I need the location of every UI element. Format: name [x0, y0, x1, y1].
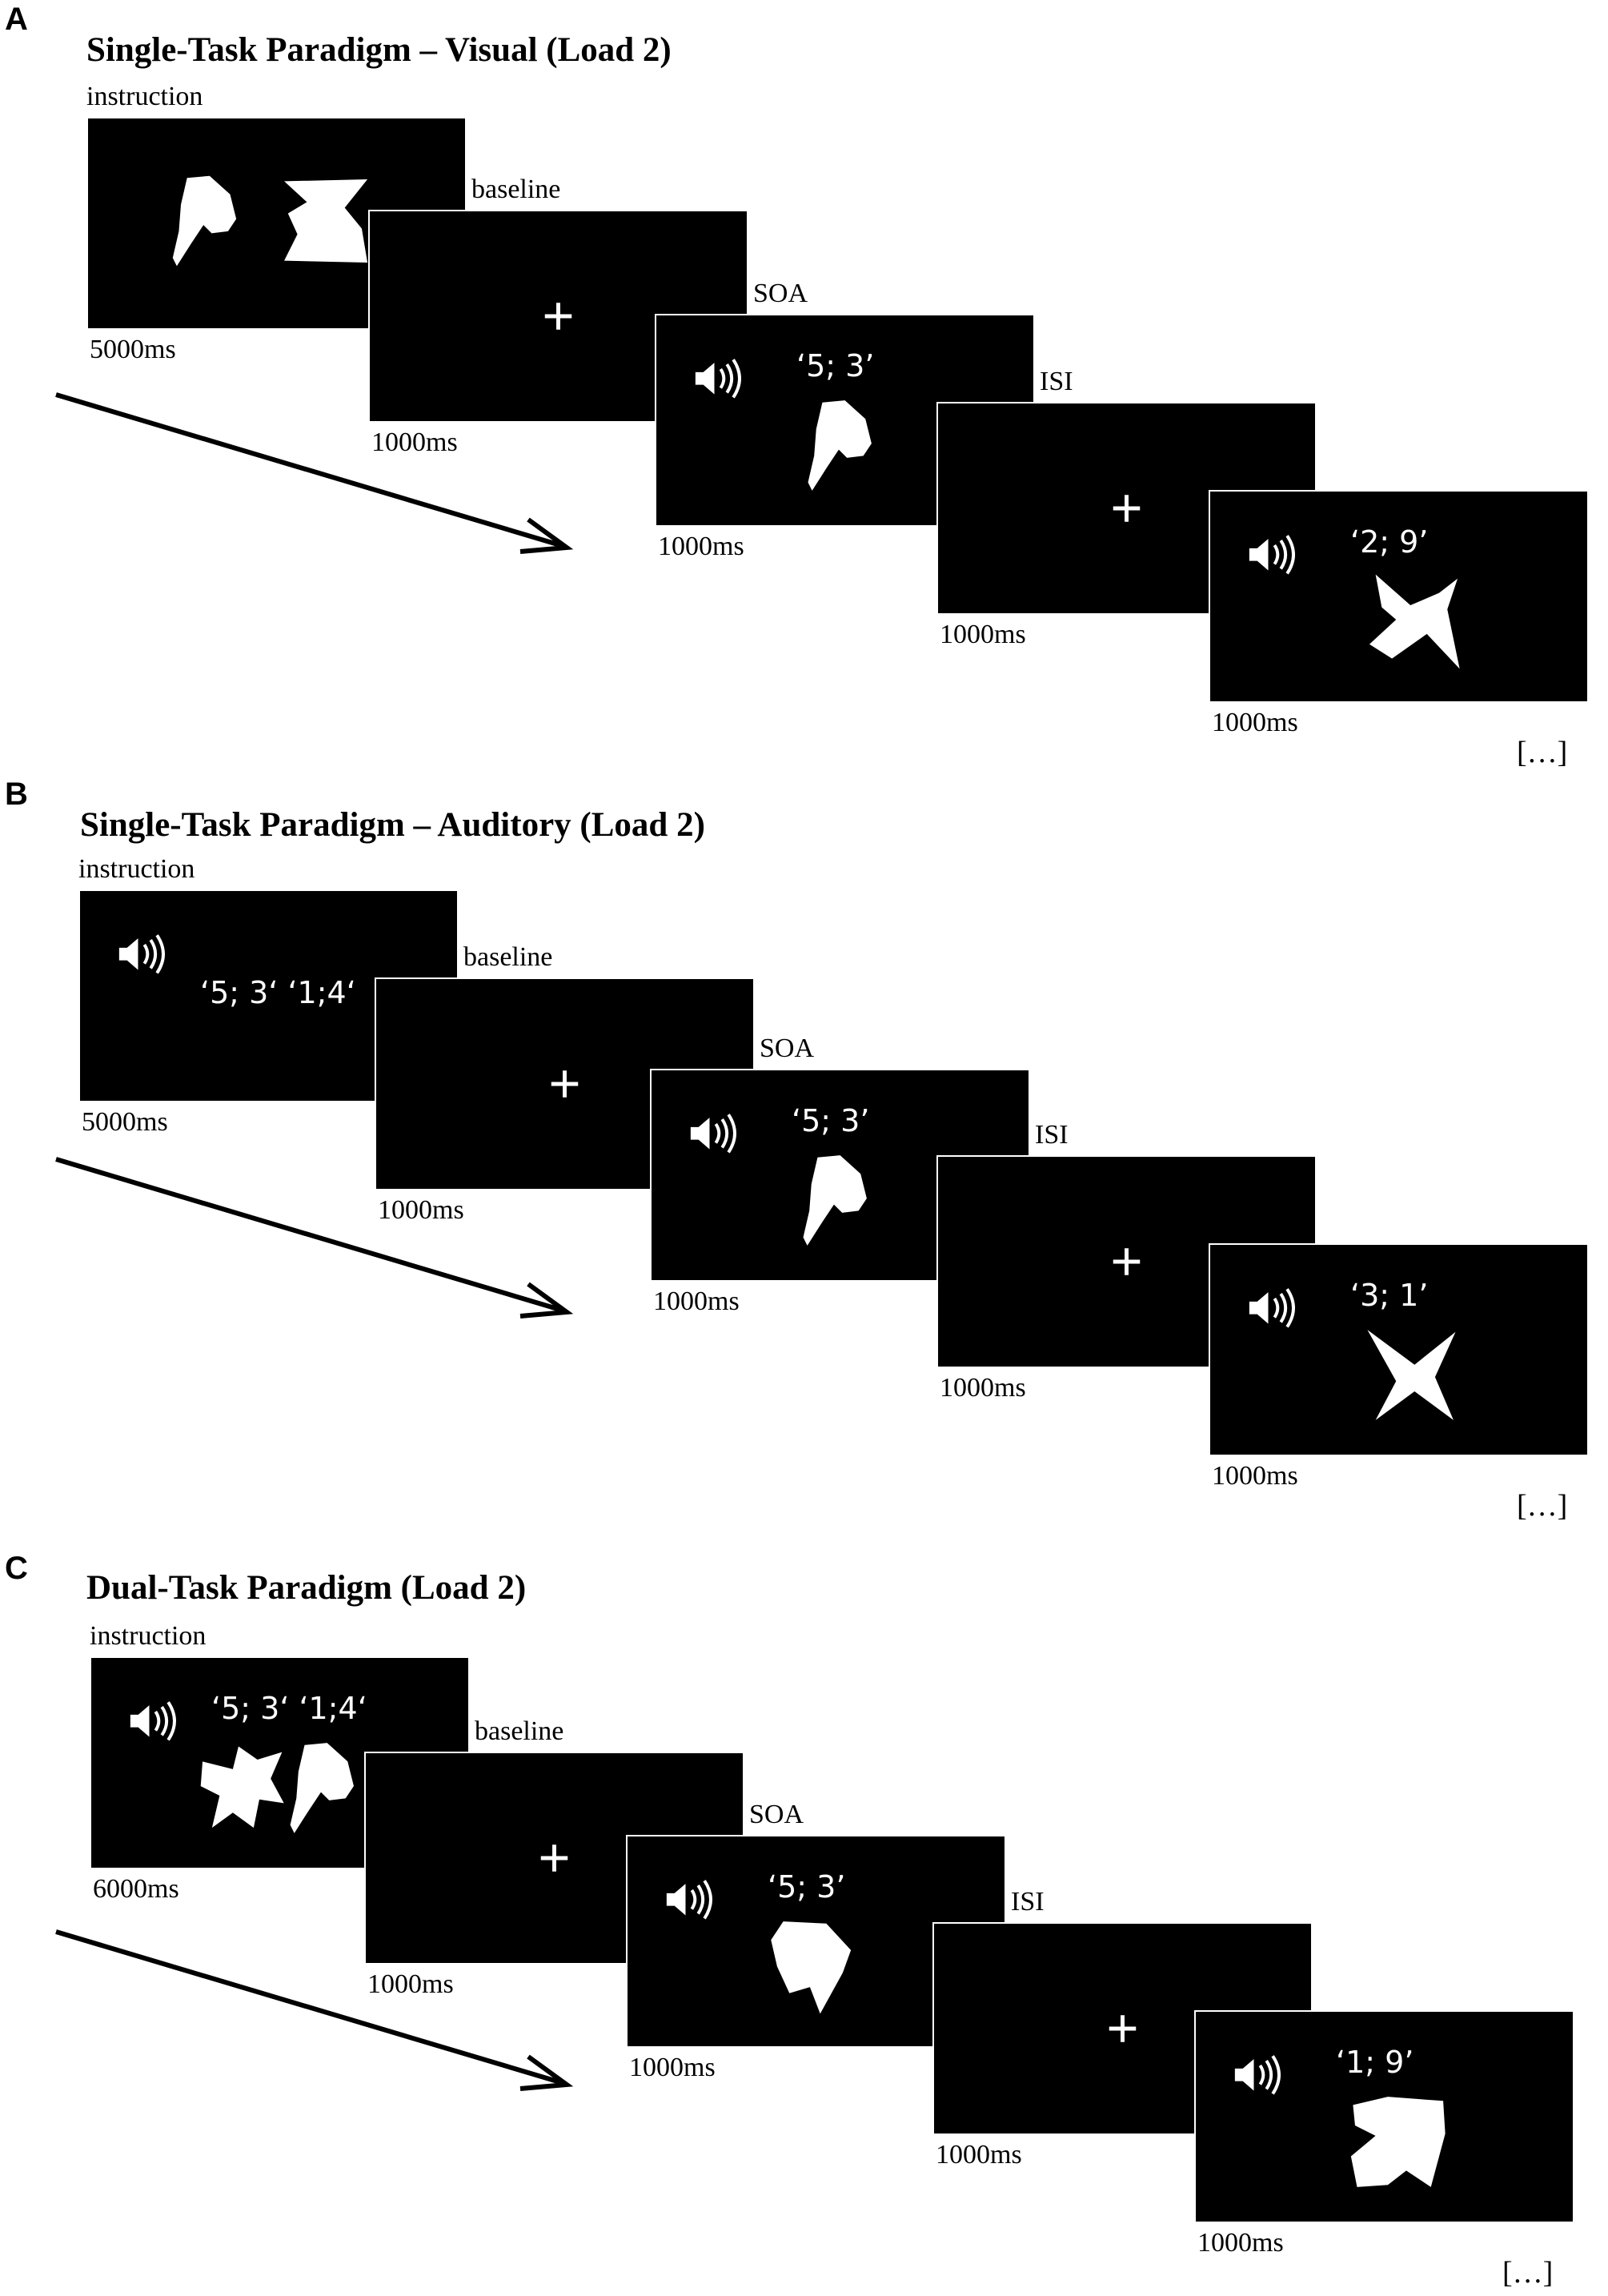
bird-silhouette — [200, 1746, 284, 1828]
panel-letter: A — [5, 2, 28, 37]
claw-silhouette — [771, 1921, 852, 2014]
digit-pair: ‘2; 9’ — [1350, 524, 1429, 560]
duration-label: 1000ms — [936, 2140, 1022, 2170]
speaker-icon — [1249, 1288, 1295, 1328]
screen-label: instruction — [86, 82, 203, 111]
duration-label: 5000ms — [82, 1107, 168, 1137]
arrow-head-icon — [519, 2054, 574, 2091]
screen-label: baseline — [471, 175, 561, 204]
stimulus-screen: ‘2; 9’ — [1209, 490, 1589, 703]
panel-c: C Dual-Task Paradigm (Load 2) ‘5; 3‘ ‘1;4‘… — [0, 1549, 1608, 2296]
screen-label: SOA — [749, 1800, 804, 1829]
panel-a: A Single-Task Paradigm – Visual (Load 2) i… — [0, 0, 1608, 769]
timeline-arrow — [55, 392, 574, 554]
hand-silhouette — [172, 175, 237, 267]
butterfly-silhouette — [1369, 574, 1460, 669]
speaker-icon — [666, 1880, 712, 1920]
bowtie-silhouette — [284, 179, 368, 263]
duration-label: 1000ms — [629, 2053, 716, 2082]
fixation-cross-icon — [551, 1070, 579, 1098]
continuation-ellipsis: […] — [1517, 1489, 1568, 1523]
hand-silhouette — [808, 400, 872, 491]
speaker-icon — [1249, 535, 1295, 575]
hand-silhouette — [803, 1155, 867, 1246]
duration-label: 1000ms — [1212, 1461, 1298, 1491]
duration-label: 1000ms — [371, 427, 458, 457]
boot-silhouette — [1350, 2097, 1446, 2187]
digit-pair: ‘5; 3’ — [792, 1103, 870, 1138]
screen-label: ISI — [1040, 367, 1073, 396]
speaker-icon — [130, 1701, 176, 1741]
duration-label: 1000ms — [378, 1195, 464, 1225]
digit-pair: ‘1; 9’ — [1336, 2045, 1414, 2080]
duration-label: 1000ms — [940, 1373, 1026, 1403]
duration-label: 5000ms — [90, 335, 176, 364]
screen-label: ISI — [1035, 1120, 1069, 1150]
digit-pair: ‘5; 3’ — [796, 348, 875, 383]
panel-title: Single-Task Paradigm – Auditory (Load 2) — [80, 806, 705, 844]
timeline-arrow — [55, 1157, 574, 1319]
digit-pair: ‘5; 3‘ ‘1;4‘ — [200, 975, 356, 1010]
duration-label: 1000ms — [367, 1969, 454, 1999]
duration-label: 1000ms — [1197, 2228, 1284, 2258]
continuation-ellipsis: […] — [1517, 736, 1568, 769]
stimulus-screen: ‘1; 9’ — [1194, 2010, 1574, 2223]
speaker-icon — [1234, 2055, 1281, 2095]
continuation-ellipsis: […] — [1502, 2256, 1554, 2290]
duration-label: 1000ms — [940, 620, 1026, 649]
duration-label: 1000ms — [653, 1286, 740, 1316]
speaker-icon — [690, 1114, 736, 1154]
screen-label: baseline — [463, 942, 553, 972]
fixation-cross-icon — [1113, 1248, 1141, 1275]
duration-label: 1000ms — [658, 532, 744, 561]
panel-title: Dual-Task Paradigm (Load 2) — [86, 1569, 527, 1607]
star-silhouette — [1367, 1330, 1456, 1420]
timeline-arrow — [55, 1929, 574, 2091]
screen-label: baseline — [475, 1716, 564, 1746]
screen-label: instruction — [90, 1621, 207, 1651]
screen-label: instruction — [78, 854, 195, 884]
panel-letter: B — [5, 777, 28, 812]
fixation-cross-icon — [544, 303, 572, 330]
duration-label: 1000ms — [1212, 708, 1298, 737]
panel-b: B Single-Task Paradigm – Auditory (Load 2… — [0, 775, 1608, 1540]
speaker-icon — [118, 934, 165, 974]
stimulus-screen: ‘3; 1’ — [1209, 1243, 1589, 1456]
arrow-head-icon — [519, 517, 574, 554]
hand-silhouette — [290, 1743, 354, 1833]
screen-label: SOA — [760, 1034, 815, 1063]
digit-pair: ‘3; 1’ — [1350, 1278, 1429, 1313]
digit-pair: ‘5; 3’ — [768, 1869, 846, 1905]
screen-label: SOA — [753, 279, 808, 308]
panel-title: Single-Task Paradigm – Visual (Load 2) — [86, 31, 672, 69]
fixation-cross-icon — [1109, 2015, 1137, 2042]
fixation-cross-icon — [1113, 495, 1141, 522]
panel-letter: C — [5, 1551, 28, 1586]
speaker-icon — [695, 359, 741, 399]
fixation-cross-icon — [540, 1844, 568, 1872]
arrow-head-icon — [519, 1282, 574, 1319]
digit-pair: ‘5; 3‘ ‘1;4‘ — [211, 1691, 367, 1726]
screen-label: ISI — [1011, 1887, 1045, 1917]
duration-label: 6000ms — [93, 1874, 179, 1904]
